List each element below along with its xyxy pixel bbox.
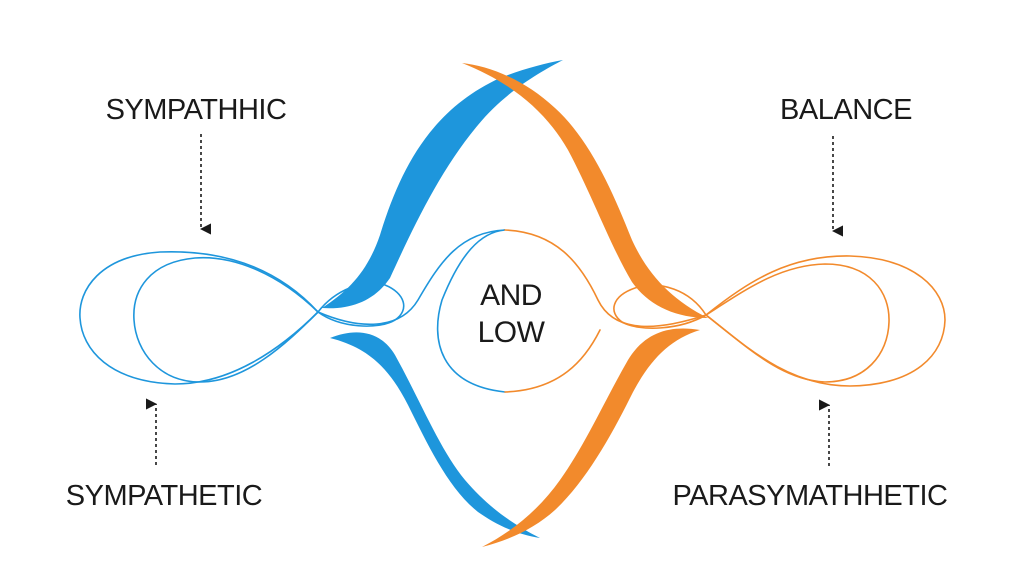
parasympathetic-lower-band xyxy=(482,328,700,547)
center-label-and: AND xyxy=(480,279,542,312)
label-bottom-right: PARASYMATHHETIC xyxy=(672,480,947,512)
center-label-low: LOW xyxy=(478,316,546,349)
center-right-wave xyxy=(504,229,707,393)
center-left-wave xyxy=(317,229,506,393)
left-loop-inner xyxy=(133,256,319,383)
right-loop-inner xyxy=(705,263,890,383)
parasympathetic-curves xyxy=(462,63,946,547)
sympathetic-curves xyxy=(79,60,563,538)
label-top-right: BALANCE xyxy=(780,94,912,126)
right-small-loop xyxy=(613,284,707,329)
label-bottom-left: SYMPATHETIC xyxy=(66,480,262,512)
sympathetic-lower-band xyxy=(330,332,540,538)
sympathetic-upper-band xyxy=(322,60,563,309)
right-loop-outer xyxy=(704,255,946,387)
label-top-left: SYMPATHHIC xyxy=(106,94,287,126)
left-loop-outer xyxy=(79,250,320,385)
